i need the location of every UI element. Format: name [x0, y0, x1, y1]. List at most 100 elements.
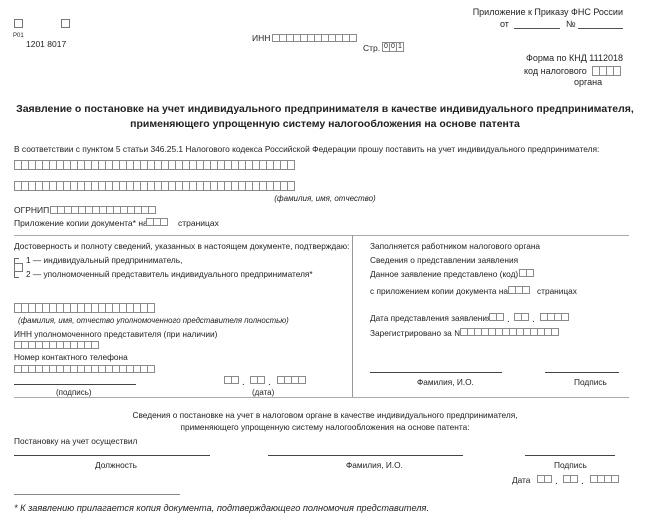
phone-cells[interactable] [14, 365, 155, 373]
input-cell[interactable] [521, 313, 529, 321]
footer-signature-line[interactable] [525, 455, 615, 456]
registered-number-label: Зарегистрировано за № [370, 328, 463, 338]
date-separator: . [555, 476, 558, 487]
input-cell[interactable] [298, 376, 306, 384]
input-cell[interactable] [349, 34, 357, 42]
submission-info-label: Сведения о представлении заявления [370, 255, 519, 265]
date-day-cells[interactable] [224, 376, 239, 384]
officer-name-caption: Фамилия, И.О. [417, 377, 474, 387]
input-cell[interactable] [231, 376, 239, 384]
officer-signature-line[interactable] [545, 372, 619, 373]
form-title-line1: Заявление о постановке на учет индивидуа… [16, 103, 634, 115]
phone-label: Номер контактного телефона [14, 352, 128, 362]
date-separator: . [532, 314, 535, 325]
input-cell[interactable] [287, 181, 295, 191]
ogrnip-cells[interactable] [50, 206, 156, 214]
footer-day-cells[interactable] [537, 475, 552, 483]
entrepreneur-name-row[interactable] [14, 181, 295, 191]
order-date-line[interactable] [514, 28, 560, 29]
input-cell[interactable] [551, 328, 559, 336]
input-cell[interactable] [561, 313, 569, 321]
representative-inn-label: ИНН уполномоченного представителя (при н… [14, 329, 218, 339]
input-cell[interactable] [147, 303, 155, 313]
entrepreneur-name-row[interactable] [14, 160, 295, 170]
input-cell[interactable] [160, 218, 168, 226]
page-number-cells: 0 0 1 [382, 42, 404, 52]
footer-name-line[interactable] [268, 455, 463, 456]
officer-signature-caption: Подпись [574, 377, 607, 387]
submission-month-cells[interactable] [514, 313, 529, 321]
form-knd: Форма по КНД 1112018 [526, 53, 623, 63]
barcode-number: 1201 8017 [26, 39, 67, 49]
input-cell[interactable] [522, 286, 530, 294]
representative-inn-cells[interactable] [14, 341, 99, 349]
date-separator: . [268, 377, 271, 388]
tax-authority-code-cells[interactable] [592, 66, 621, 76]
input-cell[interactable] [526, 269, 534, 277]
input-cell[interactable] [613, 66, 621, 76]
input-cell[interactable] [544, 475, 552, 483]
date-separator: . [507, 314, 510, 325]
date-month-cells[interactable] [250, 376, 265, 384]
input-cell[interactable] [91, 341, 99, 349]
section-divider-vertical [352, 235, 353, 397]
position-caption: Должность [95, 460, 138, 470]
date-year-cells[interactable] [277, 376, 306, 384]
tax-authority-code-label-2: органа [574, 77, 603, 87]
attachment-label: Приложение копии документа* на [14, 218, 148, 228]
submitted-code-cells[interactable] [519, 269, 534, 277]
position-line[interactable] [14, 455, 210, 456]
registration-info-line2: применяющего упрощенную систему налогооб… [180, 422, 470, 432]
fio-caption: (фамилия, имя, отчество) [274, 194, 376, 203]
inn-cells[interactable] [272, 34, 357, 42]
officer-name-line[interactable] [370, 372, 502, 373]
attachment-suffix: страницах [178, 218, 219, 228]
footer-month-cells[interactable] [563, 475, 578, 483]
corner-marker-right [61, 19, 70, 28]
representative-name-caption: (фамилия, имя, отчество уполномоченного … [18, 316, 289, 325]
copy-pages-cells[interactable] [508, 286, 530, 294]
submission-day-cells[interactable] [489, 313, 504, 321]
date-separator: . [581, 476, 584, 487]
footer-year-cells[interactable] [590, 475, 619, 483]
page-digit: 1 [396, 42, 404, 52]
input-cell[interactable] [287, 160, 295, 170]
input-cell[interactable] [570, 475, 578, 483]
representative-name-cells[interactable] [14, 303, 155, 313]
input-cell[interactable] [496, 313, 504, 321]
input-cell[interactable] [611, 475, 619, 483]
intro-text: В соответствии с пунктом 5 статьи 346.25… [14, 144, 600, 154]
with-copy-suffix: страницах [537, 286, 577, 296]
page-label: Стр. [363, 43, 381, 53]
order-number-label: № [566, 19, 576, 29]
input-cell[interactable] [148, 206, 156, 214]
submitted-code-label: Данное заявление представлено (код) [370, 269, 519, 279]
registered-number-cells[interactable] [460, 328, 559, 336]
footer-name-caption: Фамилия, И.О. [346, 460, 403, 470]
input-cell[interactable] [147, 365, 155, 373]
submission-year-cells[interactable] [540, 313, 569, 321]
corner-marker-left [14, 19, 23, 28]
attachment-pages-cells[interactable] [146, 218, 168, 226]
order-attachment-line: Приложение к Приказу ФНС России [472, 7, 623, 17]
input-cell[interactable] [257, 376, 265, 384]
inn-label: ИНН [252, 33, 271, 43]
signer-option-2: 2 — уполномоченный представитель индивид… [26, 269, 313, 279]
registration-info-line1: Сведения о постановке на учет в налогово… [132, 410, 518, 420]
order-number-line[interactable] [578, 28, 623, 29]
tax-authority-code-label: код налогового [524, 66, 587, 76]
date-separator: . [242, 377, 245, 388]
form-title-line2: применяющего упрощенную систему налогооб… [130, 118, 520, 130]
order-from-label: от [500, 19, 509, 29]
signature-caption: (подпись) [56, 388, 92, 397]
footnote-rule [14, 494, 180, 495]
signature-line[interactable] [14, 384, 136, 385]
footer-date-label: Дата [512, 475, 531, 485]
registered-by-label: Постановку на учет осуществил [14, 436, 138, 446]
ogrnip-label: ОГРНИП [14, 205, 50, 215]
section-divider-bottom [14, 397, 629, 398]
signer-type-cell[interactable] [14, 263, 23, 272]
tax-officer-heading: Заполняется работником налогового органа [370, 241, 541, 251]
submission-date-label: Дата представления заявления [370, 313, 492, 323]
